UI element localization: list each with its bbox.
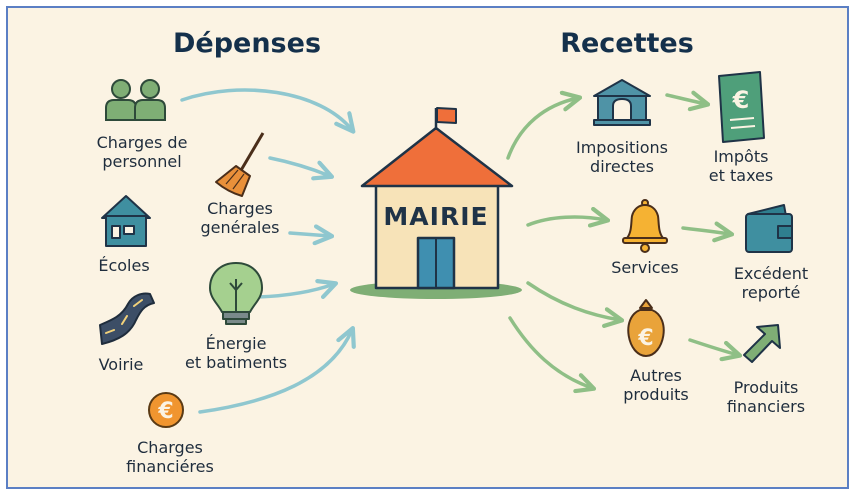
- arrow-impots: [665, 90, 711, 112]
- svg-text:€: €: [732, 86, 750, 114]
- mairie-building: [350, 107, 522, 299]
- arrow-autres-1: [526, 281, 625, 328]
- arrow-autres-2: [508, 316, 597, 394]
- expense-arrows: [180, 88, 356, 414]
- label-energie: Énergie et batiments: [184, 334, 288, 372]
- arrow-services: [526, 206, 611, 228]
- label-produits-financiers: Produits financiers: [726, 378, 806, 416]
- money-bag-icon: €: [627, 299, 665, 357]
- svg-text:€: €: [157, 399, 173, 424]
- label-charges-personnel: Charges de personnel: [96, 133, 188, 171]
- depenses-header: Dépenses: [172, 28, 322, 59]
- label-impositions-directes: Impositions directes: [575, 138, 669, 176]
- broom-icon: [215, 132, 265, 197]
- flag: [436, 107, 457, 124]
- arrow-financieres: [198, 325, 356, 414]
- label-voirie: Voirie: [98, 355, 144, 374]
- label-charges-generales: Charges genérales: [200, 199, 280, 237]
- label-services: Services: [611, 258, 679, 277]
- svg-text:€: €: [637, 326, 653, 351]
- arrow-personnel: [180, 88, 356, 134]
- school-icon: [101, 195, 151, 247]
- lightbulb-icon: [209, 262, 263, 325]
- euro-document-icon: €: [718, 71, 765, 143]
- road-icon: [99, 292, 155, 345]
- arrow-generales-2: [288, 224, 335, 246]
- roof: [360, 126, 514, 188]
- arrow-generales-1: [268, 156, 335, 181]
- euro-coin-icon: €: [148, 392, 184, 428]
- arrow-excedent: [681, 221, 735, 243]
- income-arrows: [506, 90, 743, 394]
- arrow-impositions: [506, 90, 583, 160]
- label-excedent-reporte: Excédent reporté: [733, 264, 809, 302]
- wallet-icon: [745, 204, 793, 253]
- label-ecoles: Écoles: [98, 256, 150, 275]
- bell-icon: [622, 199, 668, 253]
- growth-arrow-icon: [743, 324, 781, 363]
- label-autres-produits: Autres produits: [623, 366, 689, 404]
- label-impots-taxes: Impôts et taxes: [708, 147, 774, 185]
- label-charges-financieres: Charges financiéres: [126, 438, 214, 476]
- arrow-energie: [256, 279, 339, 300]
- bank-icon: [593, 79, 651, 126]
- recettes-header: Recettes: [560, 28, 694, 59]
- people-icon: [105, 79, 166, 121]
- arrow-produits: [688, 338, 743, 362]
- mairie-label: MAIRIE: [383, 202, 489, 231]
